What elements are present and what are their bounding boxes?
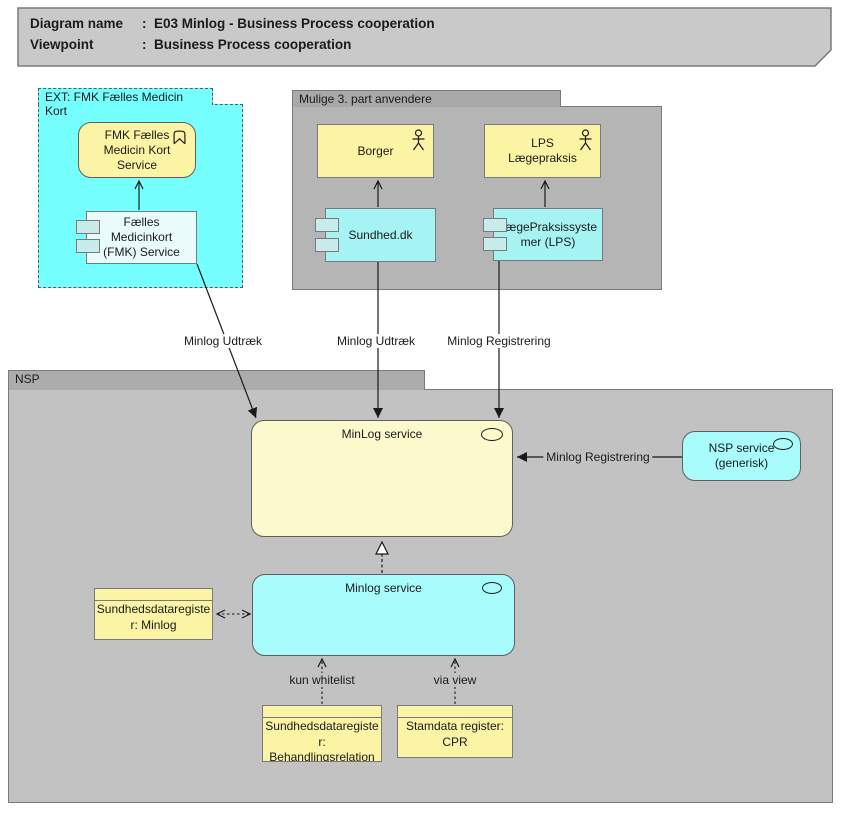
data-object-bar-icon: [95, 589, 212, 601]
node-minlog-service-main[interactable]: MinLog service: [251, 420, 513, 537]
node-lps-component-label: LægePraksissyste mer (LPS): [498, 219, 598, 249]
title-diagram-name-label: Diagram name: [30, 16, 124, 31]
service-oval-icon: [773, 438, 793, 450]
service-oval-icon: [482, 582, 502, 594]
edge-label-lps-minlog-registrering: Minlog Registrering: [444, 334, 554, 348]
node-borger[interactable]: Borger: [317, 124, 434, 178]
edge-label-fmk-minlog-udtraek: Minlog Udtræk: [180, 334, 266, 348]
group-mulige-label: Mulige 3. part anvendere: [299, 92, 432, 106]
node-fmk-service-label: FMK Fælles Medicin Kort Service: [103, 127, 171, 172]
component-tab-icon: [315, 218, 339, 232]
node-minlog-service-main-label: MinLog service: [341, 427, 423, 441]
node-nsp-service-generisk[interactable]: NSP service (generisk): [682, 431, 801, 481]
edge-label-nsp-minlog-registrering: Minlog Registrering: [543, 450, 653, 464]
title-sep: :: [142, 16, 147, 31]
node-sundhed-dk[interactable]: Sundhed.dk: [315, 208, 436, 262]
component-tab-icon: [483, 237, 507, 251]
title-viewpoint-label: Viewpoint: [30, 36, 94, 52]
actor-icon: [412, 129, 425, 151]
group-mulige-tab[interactable]: Mulige 3. part anvendere: [292, 90, 561, 107]
component-tab-icon: [483, 218, 507, 232]
node-stamdata-cpr-label: Stamdata register: CPR: [405, 719, 505, 749]
component-tab-icon: [76, 239, 100, 253]
title-row-diagram-name: Diagram name: E03 Minlog - Business Proce…: [30, 14, 435, 35]
component-tab-icon: [315, 238, 339, 252]
node-sdr-minlog-label: Sundhedsdataregiste r: Minlog: [96, 602, 211, 632]
title-diagram-name-value: E03 Minlog - Business Process cooperatio…: [154, 16, 435, 31]
group-nsp-tab[interactable]: NSP: [8, 370, 425, 390]
node-lps-laegepraksis-label: LPS Lægepraksis: [508, 136, 577, 165]
node-sdr-behandlingsrelation[interactable]: Sundhedsdataregiste r: Behandlingsrelati…: [262, 705, 382, 762]
data-object-bar-icon: [398, 706, 512, 718]
title-sep2: :: [142, 36, 147, 52]
node-stamdata-cpr[interactable]: Stamdata register: CPR: [397, 705, 513, 758]
edge-label-kun-whitelist: kun whitelist: [286, 673, 358, 687]
title-note: Diagram name: E03 Minlog - Business Proce…: [30, 14, 435, 56]
chevron-badge-icon: [173, 130, 186, 145]
node-sdr-minlog[interactable]: Sundhedsdataregiste r: Minlog: [94, 588, 213, 640]
node-sdr-behandlingsrelation-label: Sundhedsdataregiste r: Behandlingsrelati…: [265, 719, 379, 761]
component-tab-icon: [76, 220, 100, 234]
group-ext-fmk-label: EXT: FMK Fælles Medicin Kort: [45, 90, 184, 118]
node-sundhed-dk-label: Sundhed.dk: [348, 227, 413, 242]
node-minlog-service-app-label: Minlog service: [345, 581, 422, 595]
node-minlog-service-app[interactable]: Minlog service: [252, 574, 515, 656]
title-row-viewpoint: Viewpoint: Business Process cooperation: [30, 35, 435, 56]
node-nsp-service-generisk-label: NSP service (generisk): [708, 441, 775, 470]
node-fmk-service[interactable]: FMK Fælles Medicin Kort Service: [78, 122, 196, 178]
edge-label-sundhed-minlog-udtraek: Minlog Udtræk: [333, 334, 419, 348]
node-lps-laegepraksis[interactable]: LPS Lægepraksis: [484, 124, 601, 178]
title-note-shape: [17, 7, 832, 67]
edge-label-via-view: via view: [430, 673, 480, 687]
group-nsp-label: NSP: [15, 372, 40, 386]
service-oval-icon: [481, 428, 503, 441]
data-object-bar-icon: [263, 706, 381, 718]
group-ext-fmk-tab[interactable]: EXT: FMK Fælles Medicin Kort: [38, 88, 213, 118]
node-fmk-component[interactable]: Fælles Medicinkort (FMK) Service: [76, 211, 197, 264]
node-lps-component[interactable]: LægePraksissyste mer (LPS): [483, 208, 603, 261]
title-viewpoint-value: Business Process cooperation: [154, 36, 352, 52]
node-fmk-component-label: Fælles Medicinkort (FMK) Service: [103, 215, 180, 259]
node-borger-label: Borger: [357, 143, 394, 158]
actor-icon: [579, 129, 592, 151]
